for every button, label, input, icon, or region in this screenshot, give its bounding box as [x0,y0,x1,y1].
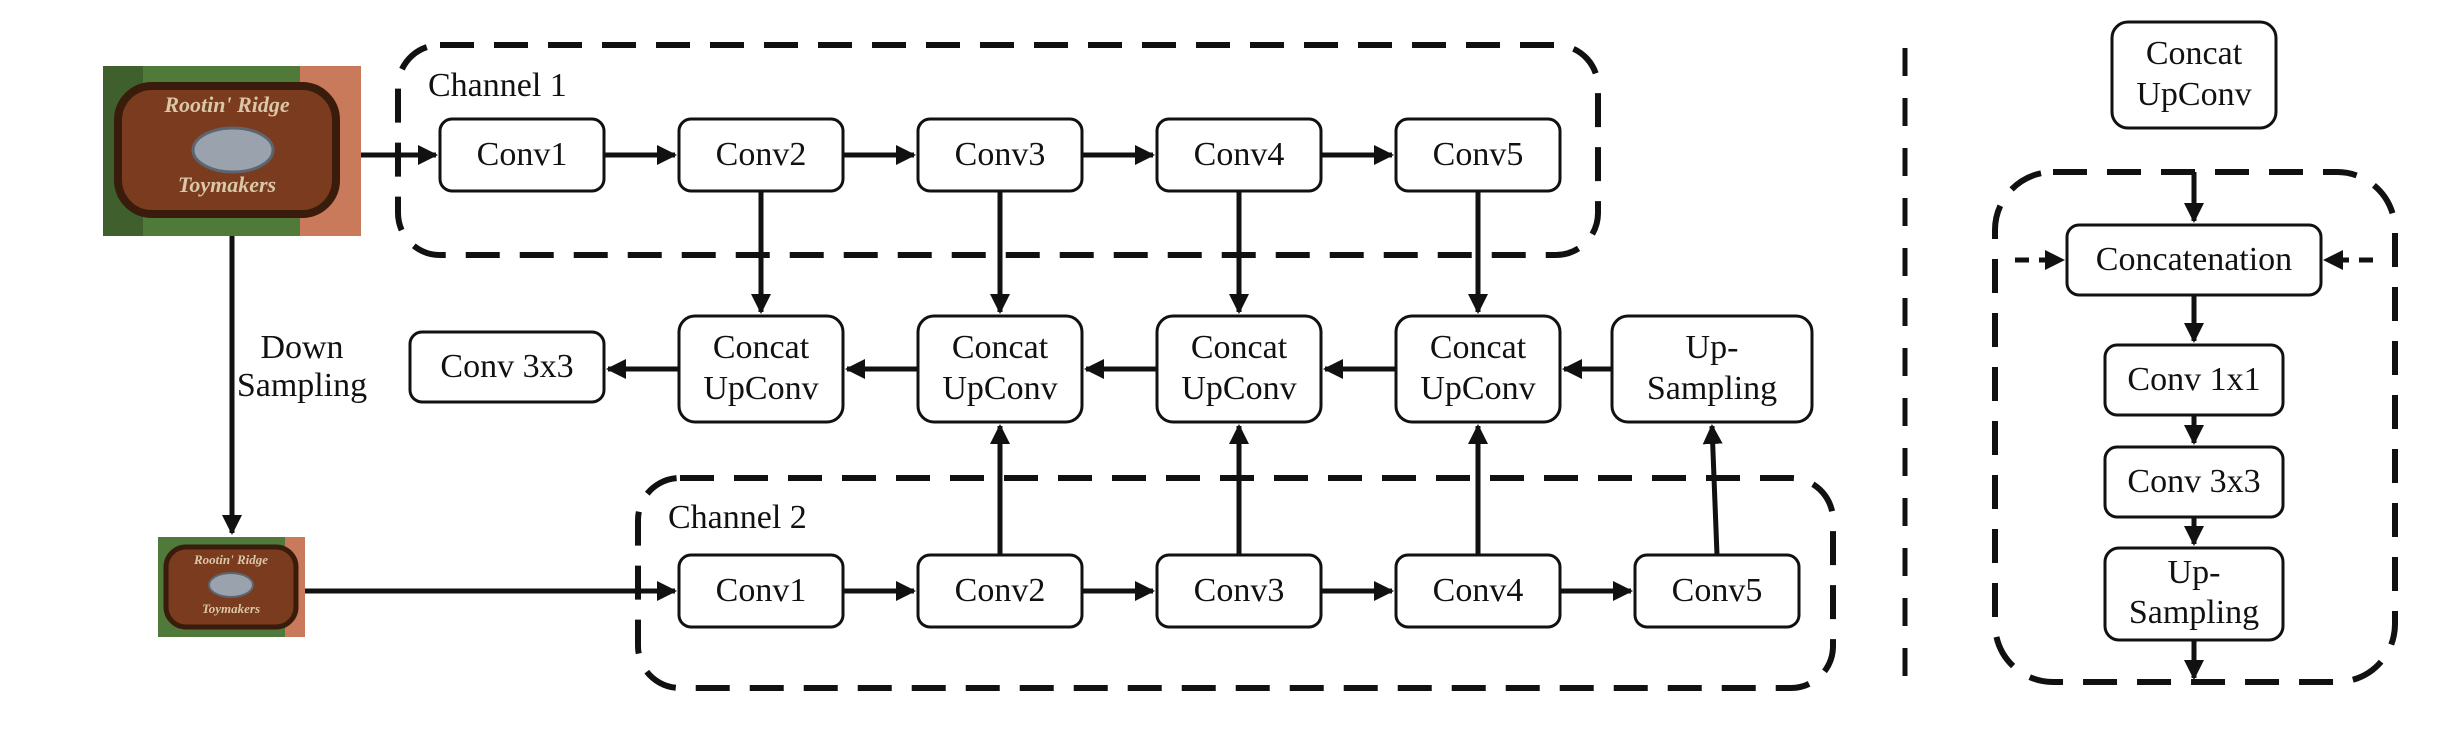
concat-upconv-1: Concat UpConv [677,314,845,424]
concat-upconv-3: Concat UpConv [1155,314,1323,424]
svg-text:UpConv: UpConv [703,370,818,407]
svg-text:UpConv: UpConv [942,370,1057,407]
svg-text:Up-: Up- [2168,554,2221,591]
channel1-conv4: Conv4 [1155,117,1323,193]
svg-text:Conv 1x1: Conv 1x1 [2127,361,2260,398]
legend-arrows [2015,172,2373,680]
channel2-title: Channel 2 [668,499,807,536]
armadillo-icon [191,126,275,174]
channel2-container [635,475,1836,691]
svg-text:Conv3: Conv3 [955,136,1046,173]
down-sampling-label-2: Sampling [237,367,367,404]
sign-small-text-top: Rootin' Ridge [193,552,268,567]
channel1-conv3: Conv3 [916,117,1084,193]
input-image-full: Rootin' Ridge Toymakers [103,66,361,236]
svg-text:Concat: Concat [952,329,1049,366]
legend-conv1x1: Conv 1x1 [2103,343,2285,417]
svg-text:UpConv: UpConv [1420,370,1535,407]
input-image-downsampled: Rootin' Ridge Toymakers [158,537,305,637]
svg-text:Conv2: Conv2 [716,136,807,173]
arrow-c2-conv5-up [1702,424,1723,556]
channel2-conv2: Conv2 [916,553,1084,629]
svg-text:Up-: Up- [1686,329,1739,366]
svg-text:Conv4: Conv4 [1433,572,1524,609]
svg-text:Conv3: Conv3 [1194,572,1285,609]
channel1-container [395,42,1601,258]
svg-text:Sampling: Sampling [2129,594,2259,631]
svg-text:Conv5: Conv5 [1433,136,1524,173]
channel1-title: Channel 1 [428,67,567,104]
svg-text:Concatenation: Concatenation [2096,241,2292,278]
down-sampling-label-1: Down [260,329,343,366]
svg-text:Conv1: Conv1 [477,136,568,173]
upsampling-box: Up- Sampling [1610,314,1814,424]
channel1-conv2: Conv2 [677,117,845,193]
svg-text:UpConv: UpConv [1181,370,1296,407]
svg-text:Conv5: Conv5 [1672,572,1763,609]
svg-text:Sampling: Sampling [1647,370,1777,407]
svg-text:Concat: Concat [1430,329,1527,366]
channel2-conv3: Conv3 [1155,553,1323,629]
svg-text:Concat: Concat [1191,329,1288,366]
concat-upconv-4: Concat UpConv [1394,314,1562,424]
svg-text:Conv4: Conv4 [1194,136,1285,173]
sign-small-text-bottom: Toymakers [202,601,260,616]
svg-text:Conv 3x3: Conv 3x3 [2127,463,2260,500]
armadillo-small-icon [208,572,254,598]
svg-text:Concat: Concat [713,329,810,366]
concat-upconv-2: Concat UpConv [916,314,1084,424]
channel2-conv1: Conv1 [677,553,845,629]
svg-text:Conv2: Conv2 [955,572,1046,609]
channel2-conv5: Conv5 [1633,553,1801,629]
legend-conv3x3: Conv 3x3 [2103,445,2285,519]
channel2-conv4: Conv4 [1394,553,1562,629]
sign-text-top: Rootin' Ridge [163,92,290,117]
arrows [222,145,1723,601]
svg-text:Concat: Concat [2146,35,2243,72]
sign-text-bottom: Toymakers [178,172,276,197]
svg-text:UpConv: UpConv [2136,76,2251,113]
legend-concatenation: Concatenation [2065,223,2323,297]
final-conv3x3: Conv 3x3 [408,330,606,404]
channel1-conv5: Conv5 [1394,117,1562,193]
channel1-conv1: Conv1 [438,117,606,193]
svg-text:Conv1: Conv1 [716,572,807,609]
legend-upsampling: Up- Sampling [2103,546,2285,642]
legend-title-box: Concat UpConv [2110,20,2278,130]
svg-text:Conv 3x3: Conv 3x3 [440,348,573,385]
